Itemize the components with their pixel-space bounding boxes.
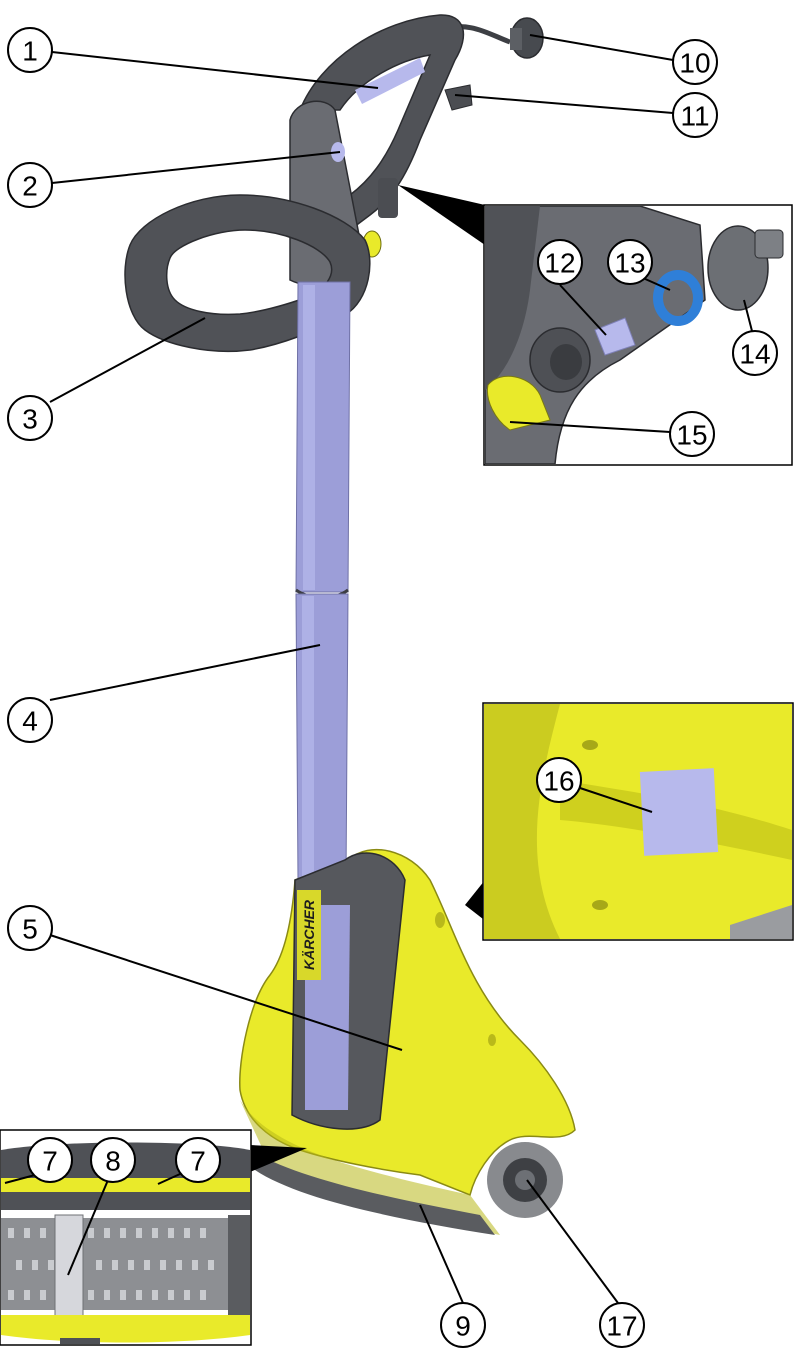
callout-17: 17 <box>599 1302 645 1348</box>
inset-seal-ring <box>653 270 703 326</box>
inset-yellow-clip <box>486 375 551 431</box>
leader-10 <box>529 34 674 61</box>
callout-8-label: 8 <box>105 1146 121 1177</box>
housing-ridge <box>240 1100 500 1235</box>
leader-2 <box>51 151 341 184</box>
inset-hose-socket-inner <box>550 344 582 380</box>
inset-bottom-foot <box>60 1338 100 1344</box>
leader-3 <box>49 317 206 403</box>
leader-13 <box>642 277 671 291</box>
callout-12-label: 12 <box>544 248 575 279</box>
callout-7a-label: 7 <box>42 1146 58 1177</box>
brand-logo: KÄRCHER <box>297 890 321 980</box>
callout-16: 16 <box>536 757 582 803</box>
leader-16 <box>579 787 653 813</box>
leader-9 <box>419 1204 464 1304</box>
callout-13: 13 <box>607 239 653 285</box>
inset-pointer-top <box>398 185 485 245</box>
callout-15-label: 15 <box>676 420 707 451</box>
leader-7b <box>157 1173 181 1185</box>
leader-7a <box>4 1174 36 1184</box>
inset-pointer-bottom <box>250 1145 307 1172</box>
callout-badges: 1 2 3 4 5 7 8 7 9 10 11 12 13 14 15 16 1… <box>7 27 778 1348</box>
cable-clip <box>444 84 473 111</box>
callout-11-label: 11 <box>680 101 709 132</box>
callout-2: 2 <box>7 162 53 208</box>
callout-12: 12 <box>537 239 583 285</box>
lower-shaft-highlight <box>302 596 314 878</box>
handle-hose-connector <box>378 178 398 218</box>
inset-filter <box>594 317 636 356</box>
inset-bottom-center-clip <box>54 1214 84 1321</box>
leader-17 <box>526 1179 619 1304</box>
callout-15: 15 <box>669 411 715 457</box>
inset-right-hole-2 <box>592 900 608 910</box>
inset-type-plate <box>465 702 794 941</box>
callout-14-label: 14 <box>739 339 770 370</box>
inset-hose-adapter <box>707 225 784 311</box>
inset-bottom-base <box>1 1315 250 1343</box>
leader-14 <box>743 299 753 332</box>
inset-right-shadow <box>484 704 560 939</box>
callout-17-label: 17 <box>606 1311 637 1342</box>
inset-right-brush <box>730 905 792 939</box>
leader-8 <box>67 1179 109 1276</box>
callout-7b: 7 <box>175 1137 221 1183</box>
callout-7a: 7 <box>27 1137 73 1183</box>
callout-2-label: 2 <box>22 171 38 202</box>
callout-3-label: 3 <box>22 404 38 435</box>
callout-13-label: 13 <box>614 248 645 279</box>
callout-5-label: 5 <box>22 914 38 945</box>
callout-9: 9 <box>440 1302 486 1348</box>
callout-1: 1 <box>7 27 53 73</box>
housing-vent-2 <box>488 1034 496 1046</box>
inset-hose-connection <box>398 185 793 466</box>
inset-bottom-right-end <box>228 1215 250 1315</box>
callout-8: 8 <box>90 1137 136 1183</box>
callout-1-label: 1 <box>22 36 38 67</box>
leader-12 <box>559 284 607 336</box>
inset-bottom-yellow-rim <box>1 1178 250 1192</box>
callout-7b-label: 7 <box>190 1146 206 1177</box>
brand-logo-text: KÄRCHER <box>301 899 317 970</box>
leader-1 <box>51 51 379 89</box>
callout-4-label: 4 <box>22 706 38 737</box>
inset-right-hole-1 <box>582 740 598 750</box>
housing-vent-1 <box>435 912 445 928</box>
callout-11: 11 <box>672 92 718 138</box>
callout-10-label: 10 <box>679 48 710 79</box>
brush-roller <box>487 1142 563 1218</box>
base-plate <box>250 1150 495 1235</box>
type-plate-label <box>639 768 719 856</box>
power-plug <box>510 17 544 59</box>
leader-5 <box>49 934 403 1051</box>
main-device: KÄRCHER <box>124 14 576 1235</box>
callout-9-label: 9 <box>455 1311 471 1342</box>
callout-10: 10 <box>672 39 718 85</box>
callout-4: 4 <box>7 697 53 743</box>
leader-11 <box>454 94 674 114</box>
inset-bottom-bristles <box>8 1228 214 1300</box>
callout-16-label: 16 <box>543 766 574 797</box>
upper-shaft-highlight <box>303 285 315 590</box>
leader-lines <box>4 34 753 1304</box>
leader-15 <box>509 421 671 433</box>
callout-5: 5 <box>7 905 53 951</box>
inset-handle-dark <box>485 206 540 390</box>
leader-4 <box>49 644 321 701</box>
callout-14: 14 <box>732 330 778 376</box>
trigger-switch <box>355 58 425 104</box>
callout-3: 3 <box>7 395 53 441</box>
